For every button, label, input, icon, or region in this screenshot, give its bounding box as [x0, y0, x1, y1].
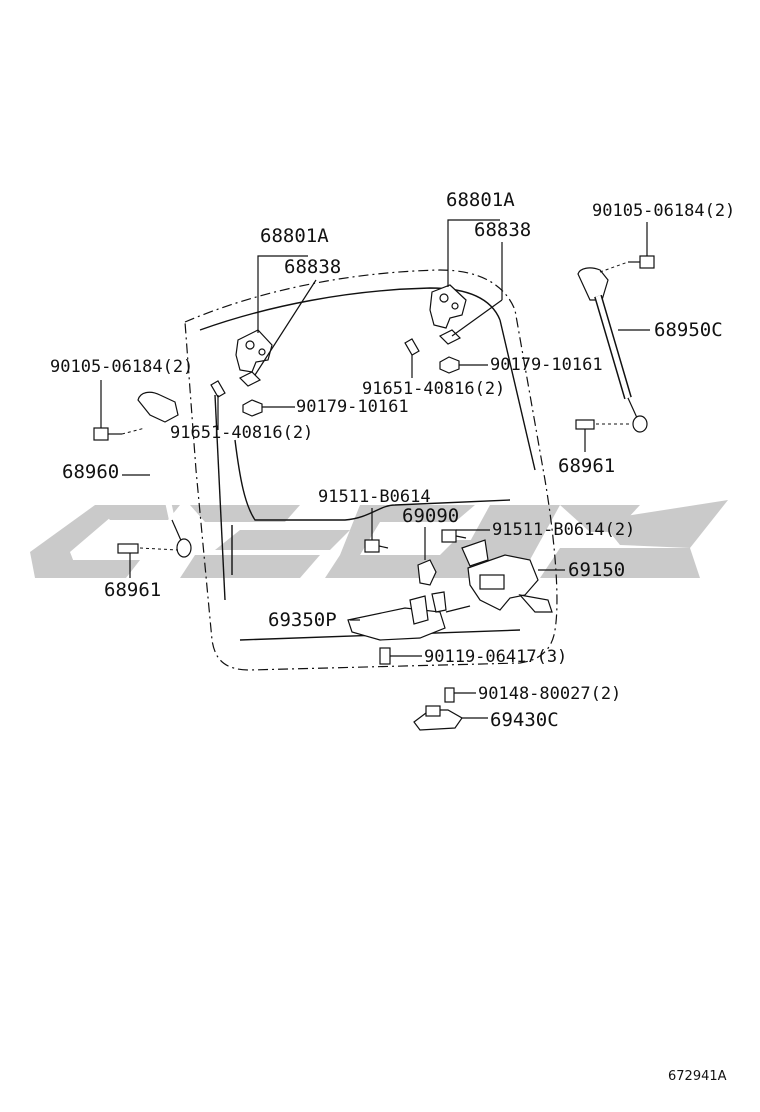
label-ball-left: 68961: [104, 579, 161, 601]
label-cover-right: 68838: [474, 219, 531, 241]
lock-assembly: [461, 539, 553, 613]
diagram-reference-code: 672941A: [668, 1069, 727, 1084]
label-nut-right: 90179-10161: [490, 355, 603, 375]
striker: [413, 705, 463, 731]
ball-stud-left: [117, 543, 179, 554]
hinge-left: [235, 329, 273, 373]
leader-lines: [100, 219, 650, 719]
screw-hinge-left: [210, 380, 226, 398]
label-striker: 69430C: [490, 709, 559, 731]
label-screw-handle: 90119-06417(3): [424, 647, 567, 667]
screw-handle: [379, 647, 391, 665]
label-screw-left: 91651-40816(2): [170, 423, 313, 443]
label-bolt-lock-left: 91511-B0614: [318, 487, 431, 507]
screw-hinge-right: [404, 338, 420, 356]
label-strut-right: 68950C: [654, 319, 723, 341]
bolt-lock-left: [364, 539, 389, 553]
label-strut-left: 68960: [62, 461, 119, 483]
strut-right: [577, 267, 648, 433]
label-screw-right: 91651-40816(2): [362, 379, 505, 399]
label-bolt-strut-right: 90105-06184(2): [592, 201, 735, 221]
label-ball-right: 68961: [558, 455, 615, 477]
rod-clip: [417, 559, 437, 586]
bolt-strut-left: [93, 427, 146, 441]
bolt-strut-right: [599, 255, 655, 273]
part-labels: 68801A 68838 68801A 68838 90105-06184(2)…: [50, 189, 735, 1084]
handle: [347, 591, 471, 641]
label-rod-clip: 69090: [402, 505, 459, 527]
nut-right: [439, 356, 460, 374]
label-hinge-left: 68801A: [260, 225, 329, 247]
label-nut-left: 90179-10161: [296, 397, 409, 417]
label-screw-striker: 90148-80027(2): [478, 684, 621, 704]
strut-left: [137, 391, 192, 558]
screw-striker: [444, 687, 455, 703]
label-bolt-lock-right: 91511-B0614(2): [492, 520, 635, 540]
label-bolt-strut-left: 90105-06184(2): [50, 357, 193, 377]
label-hinge-right: 68801A: [446, 189, 515, 211]
label-lock-assembly: 69150: [568, 559, 625, 581]
nut-left: [242, 399, 263, 417]
back-door-outline: [184, 269, 558, 671]
ball-stud-right: [575, 419, 632, 430]
hinge-cover-left: [238, 371, 262, 387]
bolt-lock-right: [441, 529, 467, 543]
hinge-right: [429, 284, 467, 329]
label-cover-left: 68838: [284, 256, 341, 278]
label-handle: 69350P: [268, 609, 337, 631]
